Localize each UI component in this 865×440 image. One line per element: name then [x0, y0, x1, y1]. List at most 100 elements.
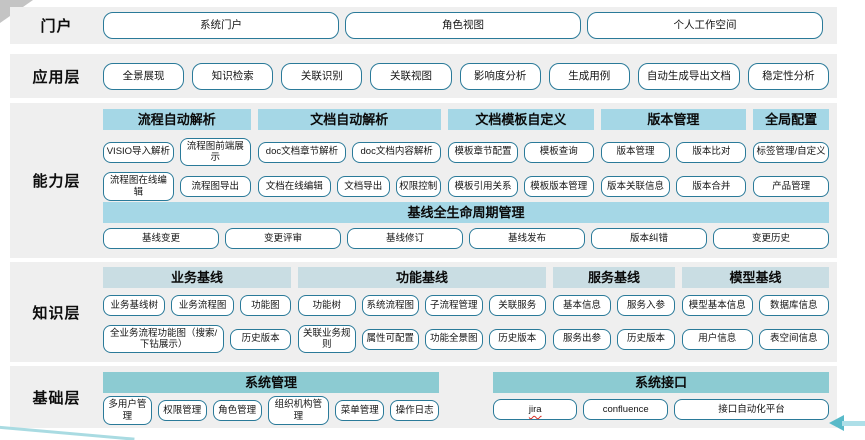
knowledge-button[interactable]: 功能全景图	[425, 328, 483, 350]
group-business-baseline: 业务基线 业务基线树业务流程图功能图 全业务流程功能图（搜索/下钻展示）历史版本	[103, 267, 291, 356]
system-management-button[interactable]: 组织机构管理	[267, 396, 330, 425]
baseline-button-row: 基线变更变更评审基线修订基线发布版本纠错变更历史	[103, 226, 829, 251]
capability-button[interactable]: 模板章节配置	[448, 141, 518, 163]
system-management-button[interactable]: 角色管理	[212, 400, 262, 421]
layer-label-application: 应用层	[32, 68, 81, 86]
capability-groups: 流程自动解析 VISIO导入解析流程图前端展示 流程图在线编辑流程图导出 文档自…	[103, 109, 829, 201]
knowledge-button[interactable]: 功能图	[239, 295, 291, 316]
knowledge-button[interactable]: 服务出参	[553, 328, 611, 350]
capability-button[interactable]: 文档导出	[337, 176, 390, 197]
knowledge-button[interactable]: 系统流程图	[361, 295, 419, 316]
baseline-button[interactable]: 基线修订	[347, 228, 463, 249]
system-management-button[interactable]: 权限管理	[157, 400, 207, 421]
group-row: 模板引用关系模板版本管理	[448, 174, 594, 199]
group-global-config: 全局配置 标签管理/自定义 产品管理	[753, 109, 829, 199]
capability-button[interactable]: 模板引用关系	[448, 176, 518, 197]
application-button[interactable]: 全景展现	[103, 62, 185, 90]
application-button[interactable]: 生成用例	[548, 62, 630, 90]
capability-button[interactable]: 模板版本管理	[523, 176, 594, 197]
group-model-baseline: 模型基线 模型基本信息数据库信息 用户信息表空间信息	[682, 267, 829, 356]
knowledge-button[interactable]: 关联业务规则	[298, 324, 356, 354]
baseline-button[interactable]: 版本纠错	[591, 228, 707, 249]
capability-content: 流程自动解析 VISIO导入解析流程图前端展示 流程图在线编辑流程图导出 文档自…	[103, 103, 837, 258]
group-row: 功能树系统流程图子流程管理关联服务	[298, 292, 546, 319]
application-button[interactable]: 关联视图	[370, 62, 452, 90]
knowledge-button[interactable]: 数据库信息	[758, 295, 829, 316]
capability-button[interactable]: 权限控制	[395, 176, 442, 197]
group-header: 流程自动解析	[103, 109, 251, 130]
capability-button[interactable]: 版本比对	[676, 141, 747, 163]
group-row: 基本信息服务入参	[553, 292, 675, 319]
capability-button[interactable]: doc文档章节解析	[257, 141, 347, 163]
group-row: 多用户管理权限管理角色管理组织机构管理菜单管理操作日志	[103, 396, 440, 425]
system-interface-button[interactable]: confluence	[583, 399, 668, 420]
application-button[interactable]: 自动生成导出文档	[637, 62, 740, 90]
baseline-button[interactable]: 变更历史	[713, 228, 829, 249]
knowledge-button[interactable]: 业务基线树	[103, 295, 166, 316]
group-header: 模型基线	[682, 267, 829, 288]
arrow-head	[829, 415, 844, 431]
knowledge-button[interactable]: 历史版本	[230, 328, 291, 350]
application-button[interactable]: 影响度分析	[459, 62, 541, 90]
baseline-button[interactable]: 基线发布	[469, 228, 585, 249]
knowledge-button[interactable]: 功能树	[298, 295, 356, 316]
layer-label-capability: 能力层	[32, 173, 81, 190]
knowledge-button[interactable]: 服务入参	[617, 295, 675, 316]
capability-button[interactable]: 版本关联信息	[600, 176, 671, 197]
system-interface-button[interactable]: 接口自动化平台	[673, 399, 830, 420]
portal-button[interactable]: 角色视图	[345, 12, 581, 39]
knowledge-button[interactable]: 业务流程图	[171, 295, 234, 316]
base-content: 系统管理 多用户管理权限管理角色管理组织机构管理菜单管理操作日志 系统接口 ji…	[103, 366, 837, 428]
baseline-button[interactable]: 基线变更	[103, 228, 219, 249]
knowledge-groups: 业务基线 业务基线树业务流程图功能图 全业务流程功能图（搜索/下钻展示）历史版本…	[103, 267, 829, 356]
knowledge-button[interactable]: 历史版本	[488, 328, 546, 350]
application-button[interactable]: 稳定性分析	[747, 62, 829, 90]
capability-button[interactable]: 模板查询	[523, 141, 594, 163]
layer-label-base: 基础层	[32, 389, 81, 407]
capability-button[interactable]: 流程图前端展示	[179, 137, 251, 167]
capability-button[interactable]: doc文档内容解析	[352, 141, 442, 163]
system-management-button[interactable]: 操作日志	[390, 400, 440, 421]
portal-button[interactable]: 个人工作空间	[587, 12, 823, 39]
knowledge-button[interactable]: 模型基本信息	[682, 295, 753, 316]
group-row: 文档在线编辑文档导出权限控制	[257, 174, 442, 199]
layer-band-capability: 能力层 流程自动解析 VISIO导入解析流程图前端展示 流程图在线编辑流程图导出…	[10, 103, 837, 258]
capability-button[interactable]: 版本合并	[676, 176, 747, 197]
layer-label-portal: 门户	[40, 18, 73, 35]
knowledge-button[interactable]: 用户信息	[682, 328, 753, 350]
group-service-baseline: 服务基线 基本信息服务入参 服务出参历史版本	[553, 267, 675, 356]
baseline-button[interactable]: 变更评审	[225, 228, 341, 249]
capability-button[interactable]: 文档在线编辑	[257, 176, 332, 197]
group-row: 服务出参历史版本	[553, 323, 675, 355]
group-template-custom: 文档模板自定义 模板章节配置模板查询 模板引用关系模板版本管理	[448, 109, 594, 199]
capability-button[interactable]: 版本管理	[600, 141, 671, 163]
group-row: 业务基线树业务流程图功能图	[103, 292, 291, 319]
knowledge-button[interactable]: 基本信息	[553, 295, 611, 316]
capability-button[interactable]: 流程图在线编辑	[103, 172, 174, 201]
capability-button[interactable]: 流程图导出	[179, 176, 251, 197]
portal-content: 系统门户角色视图个人工作空间	[103, 7, 837, 44]
knowledge-button[interactable]: 全业务流程功能图（搜索/下钻展示）	[103, 324, 225, 354]
application-button[interactable]: 知识检索	[192, 62, 274, 90]
knowledge-button[interactable]: 历史版本	[617, 328, 675, 350]
capability-button[interactable]: 标签管理/自定义	[753, 141, 829, 163]
knowledge-button[interactable]: 子流程管理	[425, 295, 483, 316]
knowledge-button[interactable]: 表空间信息	[758, 328, 829, 350]
application-button[interactable]: 关联识别	[281, 62, 363, 90]
group-header: 文档模板自定义	[448, 109, 594, 130]
capability-button[interactable]: 产品管理	[753, 176, 829, 197]
system-interface-button[interactable]: jira	[493, 399, 578, 420]
knowledge-button[interactable]: 关联服务	[488, 295, 546, 316]
capability-button[interactable]: VISIO导入解析	[103, 141, 174, 163]
group-header: 业务基线	[103, 267, 291, 288]
group-row: VISIO导入解析流程图前端展示	[103, 134, 251, 170]
system-management-button[interactable]: 菜单管理	[335, 400, 385, 421]
group-header: 服务基线	[553, 267, 675, 288]
knowledge-button[interactable]: 属性可配置	[361, 328, 419, 350]
portal-button[interactable]: 系统门户	[103, 12, 339, 39]
group-row: 关联业务规则属性可配置功能全景图历史版本	[298, 323, 546, 355]
system-management-button[interactable]: 多用户管理	[103, 396, 152, 425]
left-arrow-icon	[829, 415, 865, 431]
